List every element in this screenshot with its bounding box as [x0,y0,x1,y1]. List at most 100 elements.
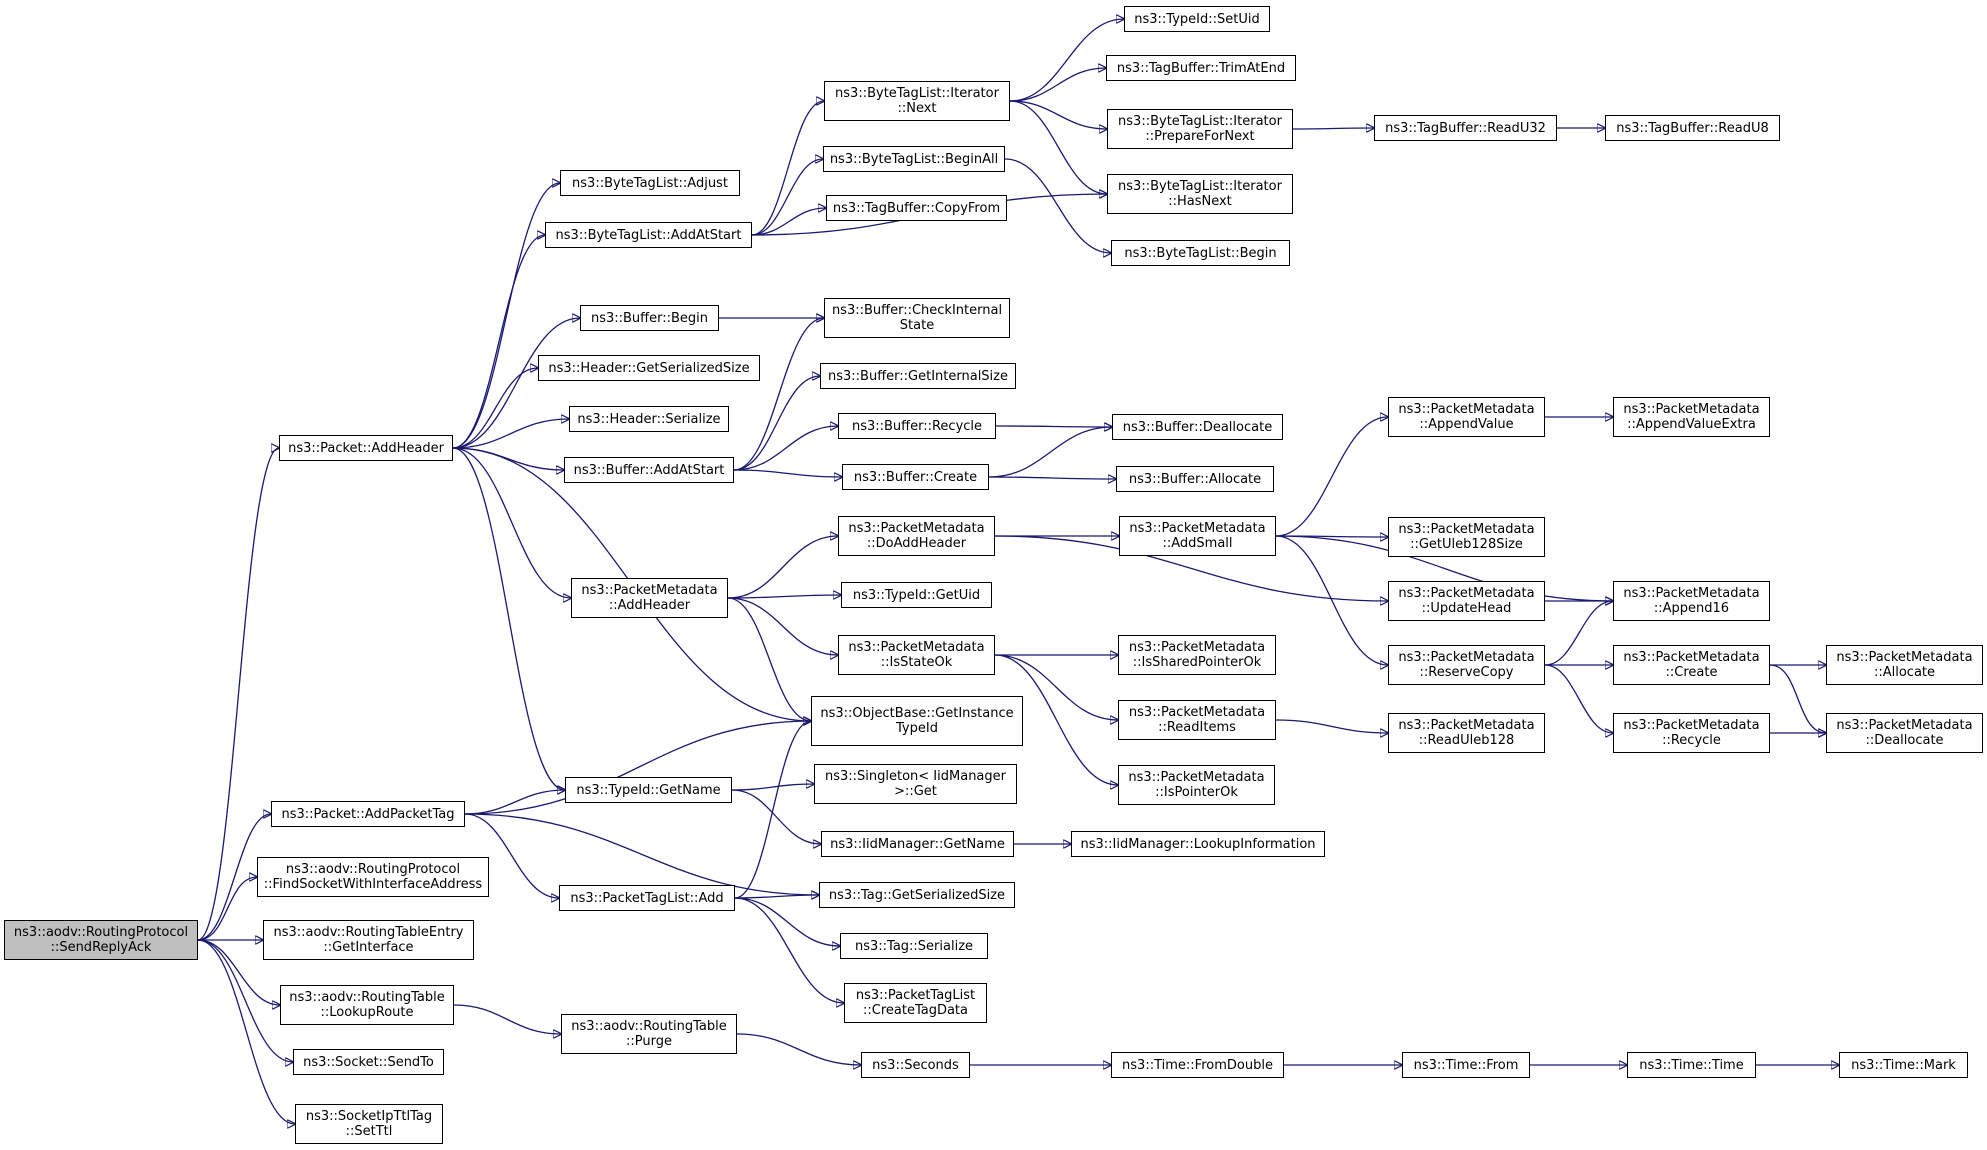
edge-pm-addsmall-to-pm-reservecopy [1275,535,1388,665]
node-btl-begin[interactable]: ns3::ByteTagList::Begin [1111,240,1290,266]
node-pm-reservecopy[interactable]: ns3::PacketMetadata::ReserveCopy [1388,645,1545,685]
node-rt-purge[interactable]: ns3::aodv::RoutingTable::Purge [561,1014,737,1054]
node-pm-getuleb128size[interactable]: ns3::PacketMetadata::GetUleb128Size [1388,517,1545,557]
node-buffer-recycle[interactable]: ns3::Buffer::Recycle [838,413,996,439]
node-buffer-addatstart[interactable]: ns3::Buffer::AddAtStart [564,457,734,483]
node-ptl-add[interactable]: ns3::PacketTagList::Add [559,885,735,911]
edge-btl-iter-next-to-typeid-setuid [1009,19,1124,102]
node-time-from[interactable]: ns3::Time::From [1402,1052,1530,1078]
node-label: ns3::ByteTagList::Begin [1124,245,1277,261]
node-label: ns3::PacketMetadata [1398,522,1535,537]
node-iid-lookupinformation[interactable]: ns3::IidManager::LookupInformation [1071,831,1325,857]
node-header-serialize[interactable]: ns3::Header::Serialize [569,406,729,432]
node-singleton-get[interactable]: ns3::Singleton< IidManager>::Get [814,764,1017,804]
edge-btl-iter-prepare-to-tagbuffer-readu32 [1292,128,1374,129]
node-label: ::SendReplyAck [50,940,152,955]
node-label: ns3::TypeId::SetUid [1134,11,1260,27]
node-seconds[interactable]: ns3::Seconds [861,1052,970,1078]
node-pm-append16[interactable]: ns3::PacketMetadata::Append16 [1613,581,1770,621]
edge-packet-addheader-to-pm-addheader [452,447,571,598]
edge-btl-addatstart-to-btl-beginall [751,159,823,236]
node-buffer-allocate[interactable]: ns3::Buffer::Allocate [1116,466,1274,492]
node-pm-appendvalueextra[interactable]: ns3::PacketMetadata::AppendValueExtra [1613,397,1770,437]
node-tagbuffer-readu32[interactable]: ns3::TagBuffer::ReadU32 [1374,115,1557,141]
edge-packet-addheader-to-buffer-begin [452,318,580,449]
node-label: ns3::TagBuffer::ReadU32 [1385,120,1546,136]
node-rt-lookuproute[interactable]: ns3::aodv::RoutingTable::LookupRoute [280,985,454,1025]
node-pm-updatehead[interactable]: ns3::PacketMetadata::UpdateHead [1388,581,1545,621]
node-tag-serialize[interactable]: ns3::Tag::Serialize [840,933,988,959]
node-buffer-begin[interactable]: ns3::Buffer::Begin [580,305,719,331]
edge-rt-purge-to-seconds [736,1033,861,1065]
node-btl-iter-prepare[interactable]: ns3::ByteTagList::Iterator::PrepareForNe… [1107,109,1293,149]
edge-pm-create-to-pm-deallocate [1769,664,1826,733]
node-pm-addheader[interactable]: ns3::PacketMetadata::AddHeader [571,578,728,618]
node-ipttl-setttl[interactable]: ns3::SocketIpTtlTag::SetTtl [295,1104,443,1144]
node-typeid-getuid[interactable]: ns3::TypeId::GetUid [841,582,992,608]
node-label: ns3::Buffer::Allocate [1128,471,1262,487]
edge-pm-reservecopy-to-pm-append16 [1544,601,1613,666]
node-pm-readuleb128[interactable]: ns3::PacketMetadata::ReadUleb128 [1388,713,1545,753]
node-label: ns3::PacketMetadata [1623,650,1760,665]
edge-packet-addheader-to-buffer-addatstart [452,447,564,470]
edge-packet-addpackettag-to-tag-getserializedsize [464,813,819,895]
node-label: TypeId [896,721,938,736]
node-buffer-deallocate[interactable]: ns3::Buffer::Deallocate [1112,414,1283,440]
node-pm-create[interactable]: ns3::PacketMetadata::Create [1613,645,1770,685]
node-pm-doaddheader[interactable]: ns3::PacketMetadata::DoAddHeader [838,516,995,556]
node-pm-readitems[interactable]: ns3::PacketMetadata::ReadItems [1118,700,1276,740]
node-tag-getserializedsize[interactable]: ns3::Tag::GetSerializedSize [819,882,1015,908]
node-iidmanager-getname[interactable]: ns3::IidManager::GetName [821,831,1014,857]
node-packet-addheader[interactable]: ns3::Packet::AddHeader [279,435,453,461]
node-label: ::DoAddHeader [866,536,967,551]
node-time-fromdouble[interactable]: ns3::Time::FromDouble [1111,1052,1284,1078]
node-pm-ispointerok[interactable]: ns3::PacketMetadata::IsPointerOk [1118,765,1275,805]
node-btl-iter-next[interactable]: ns3::ByteTagList::Iterator::Next [824,81,1010,121]
node-pm-issharedpointerok[interactable]: ns3::PacketMetadata::IsSharedPointerOk [1118,635,1276,675]
node-label: ns3::ByteTagList::Iterator [835,86,999,101]
node-buffer-getinternalsize[interactable]: ns3::Buffer::GetInternalSize [820,363,1016,389]
edge-sendreplyack-to-packet-addheader [197,448,279,941]
node-pm-isstateok[interactable]: ns3::PacketMetadata::IsStateOk [838,635,995,675]
node-btl-iter-hasnext[interactable]: ns3::ByteTagList::Iterator::HasNext [1107,174,1293,214]
node-pm-deallocate[interactable]: ns3::PacketMetadata::Deallocate [1826,713,1983,753]
node-packet-addpackettag[interactable]: ns3::Packet::AddPacketTag [271,801,465,827]
node-pm-allocate[interactable]: ns3::PacketMetadata::Allocate [1826,645,1983,685]
edge-packet-addheader-to-typeid-getname [452,447,565,790]
node-time-mark[interactable]: ns3::Time::Mark [1839,1052,1968,1078]
node-label: ::ReserveCopy [1419,665,1514,680]
node-rte-getinterface[interactable]: ns3::aodv::RoutingTableEntry::GetInterfa… [263,920,474,960]
node-tagbuffer-trimatend[interactable]: ns3::TagBuffer::TrimAtEnd [1106,55,1296,81]
node-typeid-setuid[interactable]: ns3::TypeId::SetUid [1124,6,1270,32]
node-pm-recycle[interactable]: ns3::PacketMetadata::Recycle [1613,713,1770,753]
node-tagbuffer-readu8[interactable]: ns3::TagBuffer::ReadU8 [1605,115,1780,141]
node-buffer-create[interactable]: ns3::Buffer::Create [842,464,989,490]
node-label: ns3::Seconds [872,1057,959,1073]
node-ptl-createtagdata[interactable]: ns3::PacketTagList::CreateTagData [844,983,987,1023]
node-time-time[interactable]: ns3::Time::Time [1627,1052,1756,1078]
edge-pm-addheader-to-pm-isstateok [727,597,838,655]
node-label: ns3::aodv::RoutingTable [571,1019,727,1034]
node-typeid-getname[interactable]: ns3::TypeId::GetName [565,777,732,803]
node-tagbuffer-copyfrom[interactable]: ns3::TagBuffer::CopyFrom [826,195,1007,221]
edge-packet-addheader-to-btl-adjust [452,183,560,449]
node-label: ns3::Header::Serialize [577,411,721,427]
node-btl-beginall[interactable]: ns3::ByteTagList::BeginAll [823,146,1005,172]
node-socket-sendto[interactable]: ns3::Socket::SendTo [293,1049,444,1075]
node-label: ns3::PacketMetadata [1398,718,1535,733]
node-findsocket[interactable]: ns3::aodv::RoutingProtocol::FindSocketWi… [257,857,489,897]
node-btl-addatstart[interactable]: ns3::ByteTagList::AddAtStart [545,222,752,248]
node-header-getserializedsize[interactable]: ns3::Header::GetSerializedSize [538,355,760,381]
node-label: ns3::Time::From [1413,1057,1519,1073]
edge-ptl-add-to-objectbase-getinstancetypeid [734,721,811,899]
edge-btl-beginall-to-btl-begin [1004,158,1111,253]
node-btl-adjust[interactable]: ns3::ByteTagList::Adjust [560,170,740,196]
node-label: ns3::TypeId::GetUid [852,587,981,603]
node-pm-appendvalue[interactable]: ns3::PacketMetadata::AppendValue [1388,397,1545,437]
edge-pm-addheader-to-objectbase-getinstancetypeid [727,597,811,721]
node-pm-addsmall[interactable]: ns3::PacketMetadata::AddSmall [1119,516,1276,556]
edge-ptl-add-to-tag-getserializedsize [734,895,819,898]
